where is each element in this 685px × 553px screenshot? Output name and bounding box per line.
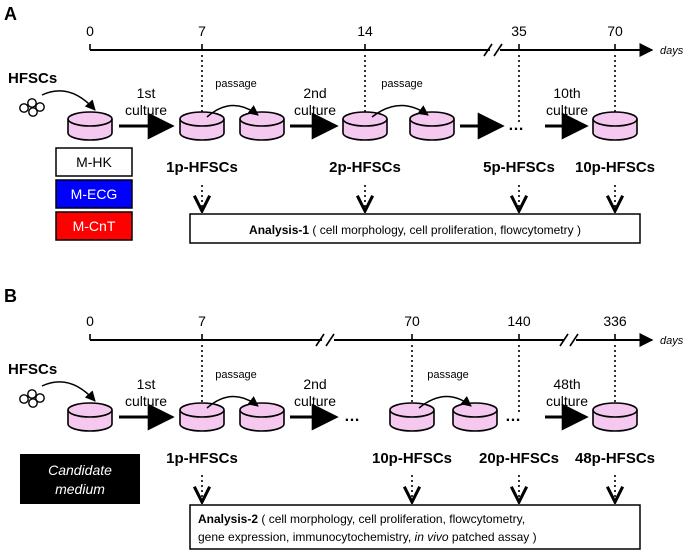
panel-b-tick-70: 70 <box>404 313 420 329</box>
seeding-arrow <box>41 381 96 402</box>
stage-label: 20p-HFSCs <box>479 450 559 467</box>
panel-b-label: B <box>4 286 17 306</box>
seeding-arrow <box>41 90 96 111</box>
panel-a-dotted-guides <box>202 55 615 211</box>
step-label: 10th <box>553 85 580 101</box>
analysis-2-box <box>189 504 641 550</box>
step-label: culture <box>125 102 167 118</box>
stage-label: 10p-HFSCs <box>575 159 655 176</box>
step-label: culture <box>294 393 336 409</box>
panel-b-tick-140: 140 <box>507 313 531 329</box>
panel-b-ellipsis: … <box>505 408 521 425</box>
panel-b-tick-0: 0 <box>86 313 94 329</box>
step-label: culture <box>125 393 167 409</box>
candidate-medium-label: medium <box>55 481 105 497</box>
stage-label: 48p-HFSCs <box>575 450 655 467</box>
passage-label: passage <box>215 78 257 90</box>
step-label: 1st <box>137 85 156 101</box>
step-label: 1st <box>137 376 156 392</box>
passage-label: passage <box>427 369 469 381</box>
culture-dish-icon <box>409 111 455 141</box>
medium-box-m-ecg <box>55 179 133 209</box>
step-label: 48th <box>553 376 580 392</box>
culture-dish-icon <box>389 402 435 432</box>
medium-label: M-ECG <box>71 186 118 202</box>
panel-a-tick-14: 14 <box>357 23 373 39</box>
step-label: culture <box>294 102 336 118</box>
stage-label: 5p-HFSCs <box>483 159 555 176</box>
panel-b-source-label: HFSCs <box>8 361 57 378</box>
analysis-1-text: Analysis-1 ( cell morphology, cell proli… <box>249 223 581 237</box>
stage-label: 2p-HFSCs <box>329 159 401 176</box>
medium-box-m-cnt <box>55 211 133 241</box>
passage-arrow <box>371 104 429 118</box>
medium-label: M-HK <box>76 154 112 170</box>
panel-a-tick-35: 35 <box>511 23 527 39</box>
step-label: 2nd <box>303 376 326 392</box>
panel-a-ellipsis: … <box>508 117 524 134</box>
panel-b-tick-7: 7 <box>198 313 206 329</box>
panel-b-dotted-guides <box>202 345 615 502</box>
analysis-2-line-2: gene expression, immunocytochemistry, in… <box>198 530 537 544</box>
media-legend: M-HK M-ECG M-CnT <box>55 147 133 241</box>
stem-cells-icon <box>19 98 45 117</box>
analysis-2-line-1: Analysis-2 ( cell morphology, cell proli… <box>198 512 525 526</box>
culture-dish-icon <box>592 111 638 141</box>
step-label: 2nd <box>303 85 326 101</box>
culture-dish-icon <box>67 402 113 432</box>
panel-a-label: A <box>4 4 17 24</box>
candidate-medium-label: Candidate <box>48 462 112 478</box>
panel-b-unit: days <box>660 335 684 347</box>
culture-dish-icon <box>179 111 225 141</box>
passage-arrow <box>418 395 472 409</box>
step-label: culture <box>546 102 588 118</box>
culture-dish-icon <box>239 111 285 141</box>
passage-arrow <box>206 395 259 409</box>
panel-b-timeline <box>89 333 654 347</box>
stage-label: 1p-HFSCs <box>166 159 238 176</box>
analysis-1-box <box>189 213 641 244</box>
panel-b-tick-336: 336 <box>603 313 627 329</box>
panel-a-timeline <box>89 43 654 57</box>
medium-box-m-hk <box>55 147 133 177</box>
culture-dish-icon <box>67 111 113 141</box>
medium-label: M-CnT <box>73 218 116 234</box>
step-label: culture <box>546 393 588 409</box>
passage-arrow <box>206 104 259 118</box>
stage-label: 10p-HFSCs <box>372 450 452 467</box>
panel-a-tick-7: 7 <box>198 23 206 39</box>
stem-cells-icon <box>19 389 45 408</box>
panel-a-tick-0: 0 <box>86 23 94 39</box>
culture-dish-icon <box>452 402 498 432</box>
panel-b-ellipsis: … <box>344 408 360 425</box>
panel-a-unit: days <box>660 45 684 57</box>
culture-dish-icon <box>342 111 388 141</box>
stage-label: 1p-HFSCs <box>166 450 238 467</box>
candidate-medium-box <box>20 454 140 504</box>
culture-dish-icon <box>239 402 285 432</box>
passage-label: passage <box>215 369 257 381</box>
panel-a-tick-70: 70 <box>607 23 623 39</box>
culture-dish-icon <box>592 402 638 432</box>
culture-dish-icon <box>179 402 225 432</box>
panel-a-source-label: HFSCs <box>8 70 57 87</box>
passage-label: passage <box>381 78 423 90</box>
